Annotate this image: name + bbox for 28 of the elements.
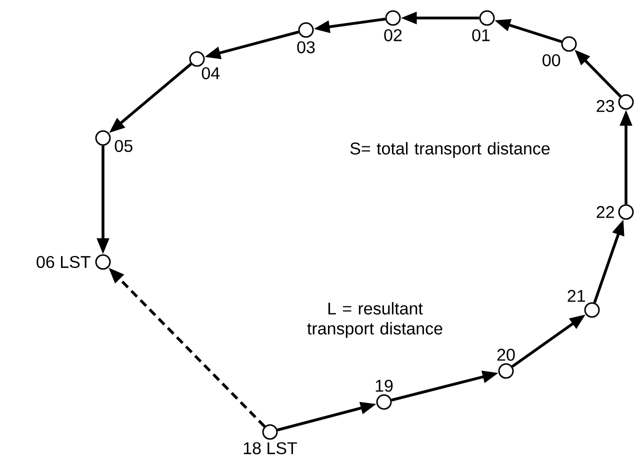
time-label: 19 <box>376 380 393 392</box>
time-label: 03 <box>297 41 315 54</box>
station-circle <box>95 130 111 146</box>
time-label: 21 <box>568 290 585 302</box>
time-label: 00 <box>542 54 560 66</box>
station-circle <box>618 94 634 110</box>
time-label: 20 <box>497 348 515 361</box>
time-label: 18 LST <box>244 442 297 454</box>
time-label: 23 <box>596 100 614 112</box>
station-circle <box>298 22 314 38</box>
station-circle <box>561 36 577 52</box>
time-label: 02 <box>384 29 402 42</box>
station-circle <box>618 204 634 220</box>
time-label: 04 <box>202 67 220 80</box>
station-circle <box>584 302 600 318</box>
station-circle <box>262 424 278 440</box>
time-label: 22 <box>596 206 614 218</box>
time-label: 01 <box>472 29 490 42</box>
note-text: S= total transport distance <box>350 142 550 158</box>
station-circle <box>498 363 514 379</box>
station-circle <box>385 10 401 26</box>
station-circle <box>479 10 495 26</box>
station-circle <box>95 254 111 270</box>
time-label: 05 <box>114 140 132 152</box>
station-circle <box>376 394 392 410</box>
time-label: 06 LST <box>36 256 90 268</box>
station-circle <box>189 51 205 67</box>
note-text: L = resultant transport distance <box>307 302 442 338</box>
